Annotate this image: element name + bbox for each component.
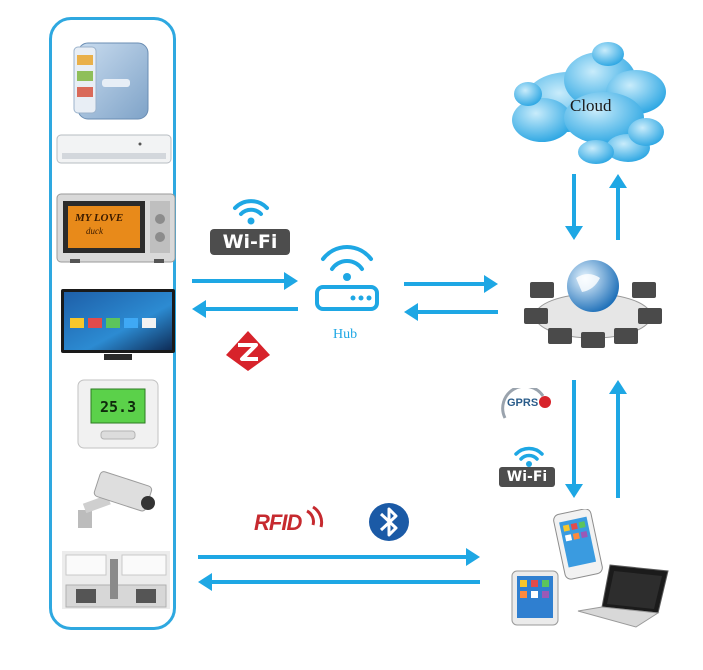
security-camera-image bbox=[74, 470, 160, 530]
arrow-devices-to-hub bbox=[190, 269, 300, 293]
arrow-server-to-cloud bbox=[606, 172, 630, 242]
cloud-label: Cloud bbox=[570, 96, 612, 115]
wifi-badge-top-label: Wi-Fi bbox=[222, 231, 278, 253]
server-network-icon bbox=[518, 248, 668, 353]
microwave-screen-text: MY LOVE bbox=[75, 212, 124, 224]
wifi-badge-right-label: Wi-Fi bbox=[506, 469, 548, 485]
smart-kitchen-image bbox=[62, 551, 170, 609]
arrow-mobiles-to-server bbox=[606, 378, 630, 500]
wifi-signal-icon bbox=[231, 196, 271, 226]
thermostat-image bbox=[77, 379, 159, 449]
wifi-signal-icon-right bbox=[513, 444, 545, 468]
bluetooth-icon bbox=[367, 501, 411, 543]
thermostat-reading: 25.3 bbox=[100, 398, 137, 416]
arrow-hub-to-devices bbox=[190, 297, 300, 321]
gprs-label: GPRS bbox=[507, 397, 539, 409]
smart-tv-image bbox=[60, 288, 176, 362]
arrow-server-to-mobiles bbox=[562, 378, 586, 500]
rfid-badge bbox=[255, 503, 327, 539]
wifi-badge-top: Wi-Fi bbox=[210, 229, 290, 255]
microwave-screen-subtext: duck bbox=[86, 226, 103, 236]
hub-router-icon bbox=[307, 245, 387, 315]
air-conditioner-image bbox=[56, 133, 172, 167]
tablet-icon bbox=[511, 570, 561, 626]
cloud-icon bbox=[508, 40, 673, 170]
laptop-icon bbox=[576, 561, 672, 631]
mini-fridge-image bbox=[72, 33, 160, 125]
rfid-label: RFID bbox=[254, 510, 302, 535]
hub-label: Hub bbox=[333, 327, 358, 342]
arrow-hub-to-server bbox=[402, 272, 500, 296]
arrow-devices-to-mobiles bbox=[196, 545, 482, 569]
gprs-badge bbox=[499, 388, 555, 424]
zigbee-icon bbox=[222, 327, 274, 373]
wifi-badge-right: Wi-Fi bbox=[499, 467, 555, 487]
arrow-cloud-to-server bbox=[562, 172, 586, 242]
arrow-mobiles-to-devices bbox=[196, 570, 482, 594]
microwave-image bbox=[56, 193, 176, 265]
arrow-server-to-hub bbox=[402, 300, 500, 324]
smartphone-icon bbox=[553, 509, 607, 581]
